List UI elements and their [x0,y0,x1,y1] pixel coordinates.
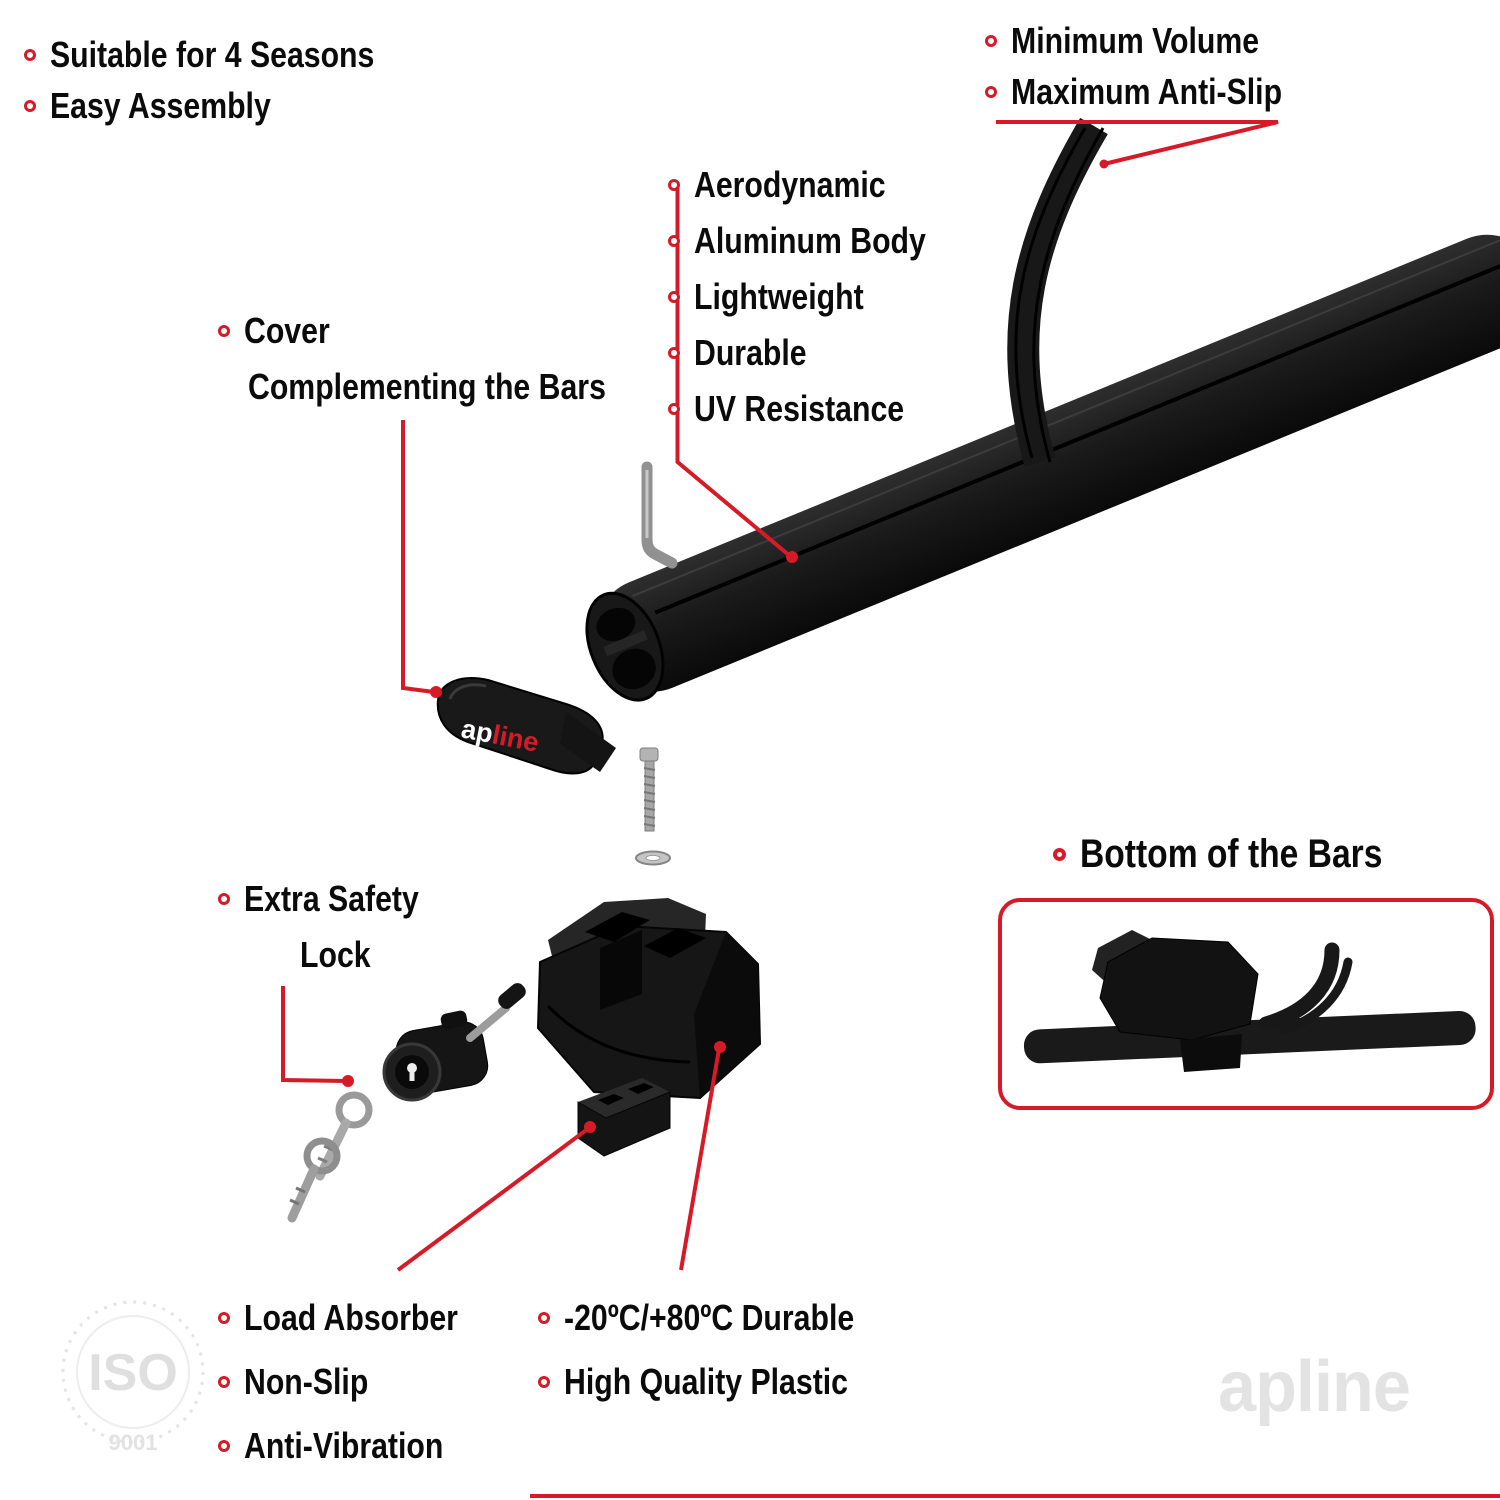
feature-item: Suitable for 4 Seasons [24,34,436,76]
bullet-icon [668,291,680,303]
feature-item: Aerodynamic [668,157,970,213]
feature-item: Minimum Volume [985,20,1334,62]
feature-label: Minimum Volume [1011,20,1260,61]
bullet-icon [24,100,36,112]
bullet-icon [668,403,680,415]
rubber-strip [1007,117,1108,467]
cover-callout-title: Cover [244,310,330,351]
bullet-icon [218,325,230,337]
cover-piece: apline [436,677,616,775]
callout-dots [342,159,1109,1133]
bar-feature-list: Aerodynamic Aluminum Body Lightweight Du… [668,157,970,437]
iso-badge-subtitle: 9001 [109,1430,158,1455]
lock-callout: Extra Safety Lock [218,878,452,976]
callout-line-1: Extra Safety [218,878,452,920]
foot-feature-list: Load Absorber Non-Slip Anti-Vibration [218,1286,499,1478]
bullet-icon [24,49,36,61]
callout-line-2: Lock [300,934,452,976]
feature-label: UV Resistance [694,388,905,429]
feature-item: UV Resistance [668,381,970,437]
cover-logo-ap: ap [459,713,496,748]
lock-callout-title: Extra Safety [244,878,419,919]
lock-callout-subtitle: Lock [300,934,371,975]
feature-item: Durable [668,325,970,381]
keys [287,1091,373,1223]
crossbar [585,229,1500,702]
bullet-icon [668,235,680,247]
callout-lines [281,120,1500,1498]
brand-watermark: apline [1218,1347,1411,1427]
feature-label: Aluminum Body [694,220,926,261]
top-left-feature-list: Suitable for 4 Seasons Easy Assembly [24,34,436,136]
bottom-bars-label: Bottom of the Bars [1080,832,1383,876]
feature-item: Lightweight [668,269,970,325]
cover-callout: Cover Complementing the Bars [218,310,674,408]
bullet-icon [218,1440,230,1452]
washer [635,850,671,866]
feature-label: Durable [694,332,807,373]
bottom-bars-detail-box [998,898,1494,1110]
bullet-icon [668,347,680,359]
feature-item: -20ºC/+80ºC Durable [538,1286,909,1350]
bullet-icon [668,179,680,191]
bolt [639,747,659,832]
callout-line-2: Complementing the Bars [248,366,674,408]
load-absorber [577,1078,671,1157]
feature-label: Non-Slip [244,1361,369,1402]
top-right-feature-list: Minimum Volume Maximum Anti-Slip [985,20,1334,122]
feature-item: Load Absorber [218,1286,499,1350]
feature-label: Anti-Vibration [244,1425,444,1466]
safety-lock [382,983,526,1102]
feature-label: Lightweight [694,276,864,317]
feature-item: Maximum Anti-Slip [985,71,1334,113]
bullet-icon [1053,848,1066,861]
material-feature-list: -20ºC/+80ºC Durable High Quality Plastic [538,1286,909,1414]
allen-key [641,461,678,569]
feature-label: High Quality Plastic [564,1361,848,1402]
bullet-icon [218,1376,230,1388]
feature-label: Easy Assembly [50,85,271,126]
iso-badge-title: ISO [88,1344,178,1402]
mounting-foot [536,898,762,1100]
feature-label: Load Absorber [244,1297,458,1338]
feature-item: Aluminum Body [668,213,970,269]
feature-label: Aerodynamic [694,164,886,205]
feature-label: Suitable for 4 Seasons [50,34,375,75]
feature-item: Easy Assembly [24,85,436,127]
callout-line-1: Cover [218,310,674,352]
feature-item: Non-Slip [218,1350,499,1414]
bullet-icon [985,86,997,98]
bullet-icon [218,1312,230,1324]
feature-item: Anti-Vibration [218,1414,499,1478]
iso-9001-badge: ISO 9001 [61,1300,205,1455]
feature-item: High Quality Plastic [538,1350,909,1414]
bullet-icon [985,35,997,47]
bottom-bars-detail-art [1023,930,1476,1072]
feature-label: Maximum Anti-Slip [1011,71,1283,112]
bullet-icon [538,1376,550,1388]
bullet-icon [538,1312,550,1324]
bottom-bars-callout: Bottom of the Bars [1053,832,1440,877]
bullet-icon [218,893,230,905]
feature-label: -20ºC/+80ºC Durable [564,1297,855,1338]
cover-callout-subtitle: Complementing the Bars [248,366,606,407]
callout-line-1: Bottom of the Bars [1053,832,1440,877]
